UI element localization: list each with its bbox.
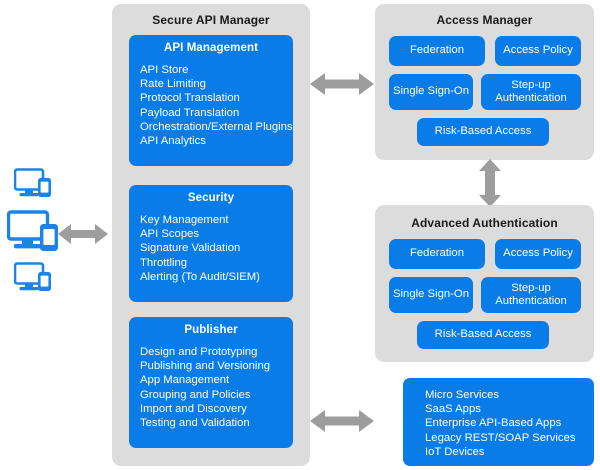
desktop-and-mobile-devices-icon — [6, 210, 58, 251]
pill-access-policy[interactable]: Access Policy — [495, 36, 581, 66]
desktop-and-mobile-devices-icon — [13, 168, 51, 197]
list-item: API Scopes — [140, 228, 200, 241]
box-title-security: Security — [187, 192, 235, 204]
panel-access-manager: Access Manager Federation Access Policy … — [375, 4, 594, 160]
list-item: SaaS Apps — [425, 403, 481, 416]
box-security[interactable]: Security Key Management API Scopes Signa… — [129, 185, 293, 302]
list-item: Legacy REST/SOAP Services — [425, 431, 576, 444]
arrow-access-manager-to-advanced-auth — [474, 159, 506, 212]
list-item: IoT Devices — [425, 445, 485, 458]
list-publisher: Design and Prototyping Publishing and Ve… — [129, 336, 293, 430]
pill-single-sign-on[interactable]: Single Sign-On — [389, 277, 473, 313]
list-api-management: API Store Rate Limiting Protocol Transla… — [129, 54, 293, 148]
arrow-api-manager-to-access-manager — [310, 68, 374, 105]
list-item: API Analytics — [140, 135, 206, 148]
pill-single-sign-on[interactable]: Single Sign-On — [389, 74, 473, 110]
list-item: Import and Discovery — [140, 402, 247, 415]
panel-title-secure-api-manager: Secure API Manager — [152, 13, 270, 27]
list-item: Micro Services — [425, 389, 500, 401]
panel-advanced-authentication: Advanced Authentication Federation Acces… — [375, 205, 594, 362]
pill-step-up-authentication[interactable]: Step-up Authentication — [481, 277, 581, 313]
pill-risk-based-access[interactable]: Risk-Based Access — [417, 118, 549, 146]
list-item: Enterprise API-Based Apps — [425, 417, 562, 430]
panel-secure-api-manager: Secure API Manager API Management API St… — [112, 4, 310, 466]
client-device-icon-middle — [6, 210, 63, 263]
box-api-management[interactable]: API Management API Store Rate Limiting P… — [129, 35, 293, 166]
box-publisher[interactable]: Publisher Design and Prototyping Publish… — [129, 317, 293, 448]
pill-access-policy[interactable]: Access Policy — [495, 239, 581, 269]
list-item: API Store — [140, 64, 189, 76]
list-item: Rate Limiting — [140, 78, 206, 91]
list-backend-services: Micro Services SaaS Apps Enterprise API-… — [403, 378, 594, 459]
arrow-clients-to-api-manager — [58, 218, 108, 255]
list-item: Protocol Translation — [140, 92, 240, 105]
list-item: Throttling — [140, 256, 188, 269]
box-title-api-management: API Management — [163, 42, 259, 54]
pill-federation[interactable]: Federation — [389, 239, 485, 269]
list-item: Signature Validation — [140, 242, 241, 255]
box-backend-services[interactable]: Micro Services SaaS Apps Enterprise API-… — [403, 378, 594, 466]
client-device-icon-top — [13, 168, 56, 207]
desktop-and-mobile-devices-icon — [13, 262, 51, 291]
pill-step-up-authentication[interactable]: Step-up Authentication — [481, 74, 581, 110]
list-item: Alerting (To Audit/SIEM) — [140, 270, 260, 283]
list-item: Key Management — [140, 214, 229, 226]
pill-federation[interactable]: Federation — [389, 36, 485, 66]
panel-title-advanced-authentication: Advanced Authentication — [411, 216, 558, 230]
list-item: Grouping and Policies — [140, 388, 251, 401]
client-device-icon-bottom — [13, 262, 56, 301]
panel-title-access-manager: Access Manager — [436, 13, 533, 27]
list-security: Key Management API Scopes Signature Vali… — [129, 204, 293, 284]
box-title-publisher: Publisher — [184, 324, 238, 336]
arrow-api-manager-to-services — [310, 405, 374, 442]
list-item: App Management — [140, 374, 230, 387]
list-item: Orchestration/External Plugins — [140, 120, 293, 133]
list-item: Design and Prototyping — [140, 346, 258, 358]
list-item: Testing and Validation — [140, 417, 250, 430]
list-item: Payload Translation — [140, 106, 240, 119]
list-item: Publishing and Versioning — [140, 360, 271, 373]
pill-risk-based-access[interactable]: Risk-Based Access — [417, 321, 549, 349]
